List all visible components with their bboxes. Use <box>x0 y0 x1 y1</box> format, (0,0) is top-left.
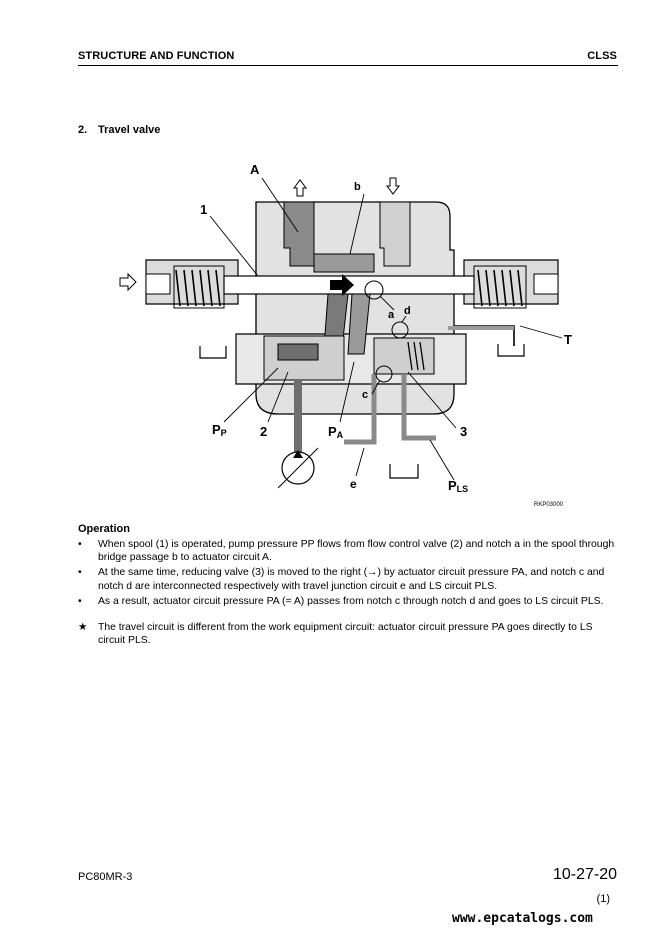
bullet-mark: • <box>78 539 82 550</box>
label-a: a <box>388 309 395 321</box>
bullet-item: • As a result, actuator circuit pressure … <box>78 595 620 608</box>
label-PA: PA <box>328 424 344 440</box>
label-b: b <box>354 181 361 193</box>
inlet-arrow <box>386 177 400 195</box>
footer-page-number: 10-27-20 <box>552 866 617 883</box>
bullet-item: • At the same time, reducing valve (3) is… <box>78 566 620 593</box>
left-cap-inner <box>145 273 171 295</box>
label-3: 3 <box>460 424 467 439</box>
bridge-passage-b <box>313 253 375 273</box>
section-title-text: Travel valve <box>98 124 161 136</box>
right-spring <box>477 269 523 307</box>
ls-line <box>401 374 436 441</box>
notch-a-circle <box>364 280 384 300</box>
note-text: The travel circuit is different from the… <box>98 622 593 647</box>
header-chapter-code: CLSS <box>587 50 617 62</box>
bullet-item: • When spool (1) is operated, pump pressu… <box>78 538 620 565</box>
label-e: e <box>350 477 357 491</box>
left-inlet-arrow <box>119 272 137 292</box>
right-cap-inner <box>533 273 559 295</box>
star-icon: ★ <box>78 622 88 633</box>
bullet-text: As a result, actuator circuit pressure P… <box>98 595 604 607</box>
travel-valve-diagram: A b 1 a d T c PP 2 PA 3 e PLS RKP03000 <box>119 162 572 508</box>
port-a-passage <box>283 201 315 267</box>
label-c: c <box>362 389 368 401</box>
pump-line <box>294 380 302 452</box>
reducing-spring <box>407 341 425 371</box>
left-spring <box>175 269 221 307</box>
figure-code: RKP03000 <box>534 502 564 508</box>
operation-bullets: • When spool (1) is operated, pump pressu… <box>78 538 620 610</box>
bullet-text: At the same time, reducing valve (3) is … <box>98 567 605 592</box>
label-d: d <box>404 305 411 317</box>
bullet-text: When spool (1) is operated, pump pressur… <box>98 539 615 564</box>
label-2: 2 <box>260 424 267 439</box>
label-T: T <box>564 332 572 347</box>
label-PP: PP <box>212 422 227 438</box>
pa-passage <box>347 293 371 355</box>
bullet-mark: • <box>78 595 82 607</box>
notch-d-circle <box>391 321 409 339</box>
header-rule <box>78 65 618 66</box>
watermark: www.epcatalogs.com <box>452 911 593 926</box>
operation-heading: Operation <box>78 523 130 535</box>
bullet-mark: • <box>78 567 82 579</box>
tank-bottom <box>389 464 419 479</box>
tank-left <box>199 346 227 359</box>
footer-sub-page: (1) <box>596 893 610 905</box>
note: ★ The travel circuit is different from t… <box>78 621 620 648</box>
label-1: 1 <box>200 202 207 217</box>
header-section-title: STRUCTURE AND FUNCTION <box>78 50 235 62</box>
reducing-valve <box>373 337 435 375</box>
footer-model: PC80MR-3 <box>78 871 133 883</box>
label-A: A <box>250 162 260 177</box>
notch-c-circle <box>375 365 393 383</box>
label-PLS: PLS <box>448 478 468 494</box>
section-number: 2. <box>78 124 88 136</box>
spool-flow-arrow <box>330 274 354 296</box>
fcv-spool <box>277 343 319 361</box>
junction-line-e <box>344 374 377 445</box>
outlet-arrow <box>293 179 307 197</box>
section-title: 2. Travel valve <box>78 124 160 136</box>
tank-right <box>497 344 525 357</box>
right-port <box>379 201 411 267</box>
